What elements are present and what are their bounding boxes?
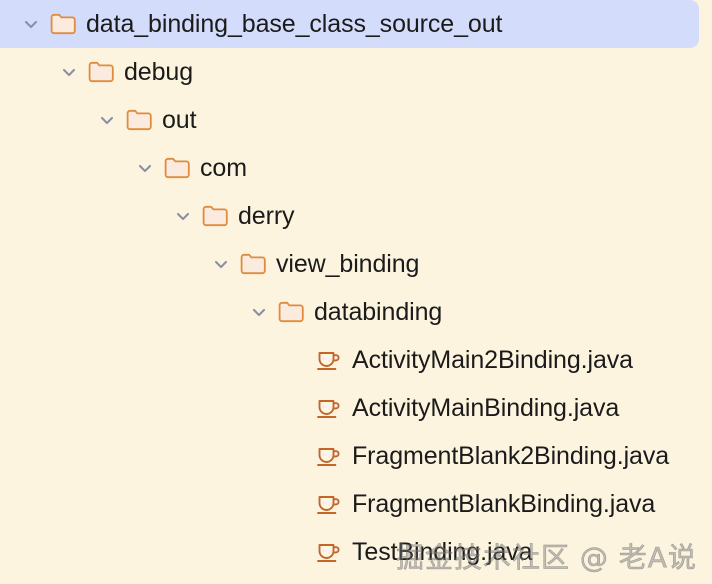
tree-item-label: data_binding_base_class_source_out [86, 9, 503, 38]
folder-icon [86, 57, 116, 87]
tree-item-label: debug [124, 57, 194, 86]
tree-item-label: out [162, 105, 197, 134]
tree-row[interactable]: com [0, 144, 712, 192]
tree-row[interactable]: data_binding_base_class_source_out [0, 0, 699, 48]
folder-icon [200, 201, 230, 231]
tree-item-label: ActivityMainBinding.java [352, 393, 620, 422]
tree-item-label: FragmentBlankBinding.java [352, 489, 656, 518]
java-file-icon [314, 393, 344, 423]
chevron-down-icon[interactable] [204, 247, 238, 281]
tree-item-label: FragmentBlank2Binding.java [352, 441, 670, 470]
chevron-down-icon[interactable] [52, 55, 86, 89]
tree-row[interactable]: ActivityMainBinding.java [0, 384, 712, 432]
tree-item-label: derry [238, 201, 295, 230]
tree-row[interactable]: FragmentBlank2Binding.java [0, 432, 712, 480]
folder-icon [276, 297, 306, 327]
chevron-down-icon[interactable] [242, 295, 276, 329]
tree-item-label: com [200, 153, 247, 182]
chevron-down-icon[interactable] [90, 103, 124, 137]
folder-icon [238, 249, 268, 279]
java-file-icon [314, 537, 344, 567]
folder-icon [48, 9, 78, 39]
chevron-down-icon[interactable] [14, 7, 48, 41]
tree-row[interactable]: FragmentBlankBinding.java [0, 480, 712, 528]
tree-item-label: view_binding [276, 249, 420, 278]
chevron-down-icon[interactable] [128, 151, 162, 185]
tree-item-label: TestBinding.java [352, 537, 533, 566]
java-file-icon [314, 441, 344, 471]
java-file-icon [314, 345, 344, 375]
tree-row[interactable]: ActivityMain2Binding.java [0, 336, 712, 384]
tree-row[interactable]: derry [0, 192, 712, 240]
tree-row[interactable]: out [0, 96, 712, 144]
tree-row[interactable]: databinding [0, 288, 712, 336]
folder-icon [162, 153, 192, 183]
tree-item-label: databinding [314, 297, 443, 326]
folder-icon [124, 105, 154, 135]
chevron-down-icon[interactable] [166, 199, 200, 233]
tree-item-label: ActivityMain2Binding.java [352, 345, 633, 374]
tree-row[interactable]: view_binding [0, 240, 712, 288]
tree-row[interactable]: debug [0, 48, 712, 96]
tree-row[interactable]: TestBinding.java [0, 528, 712, 576]
java-file-icon [314, 489, 344, 519]
